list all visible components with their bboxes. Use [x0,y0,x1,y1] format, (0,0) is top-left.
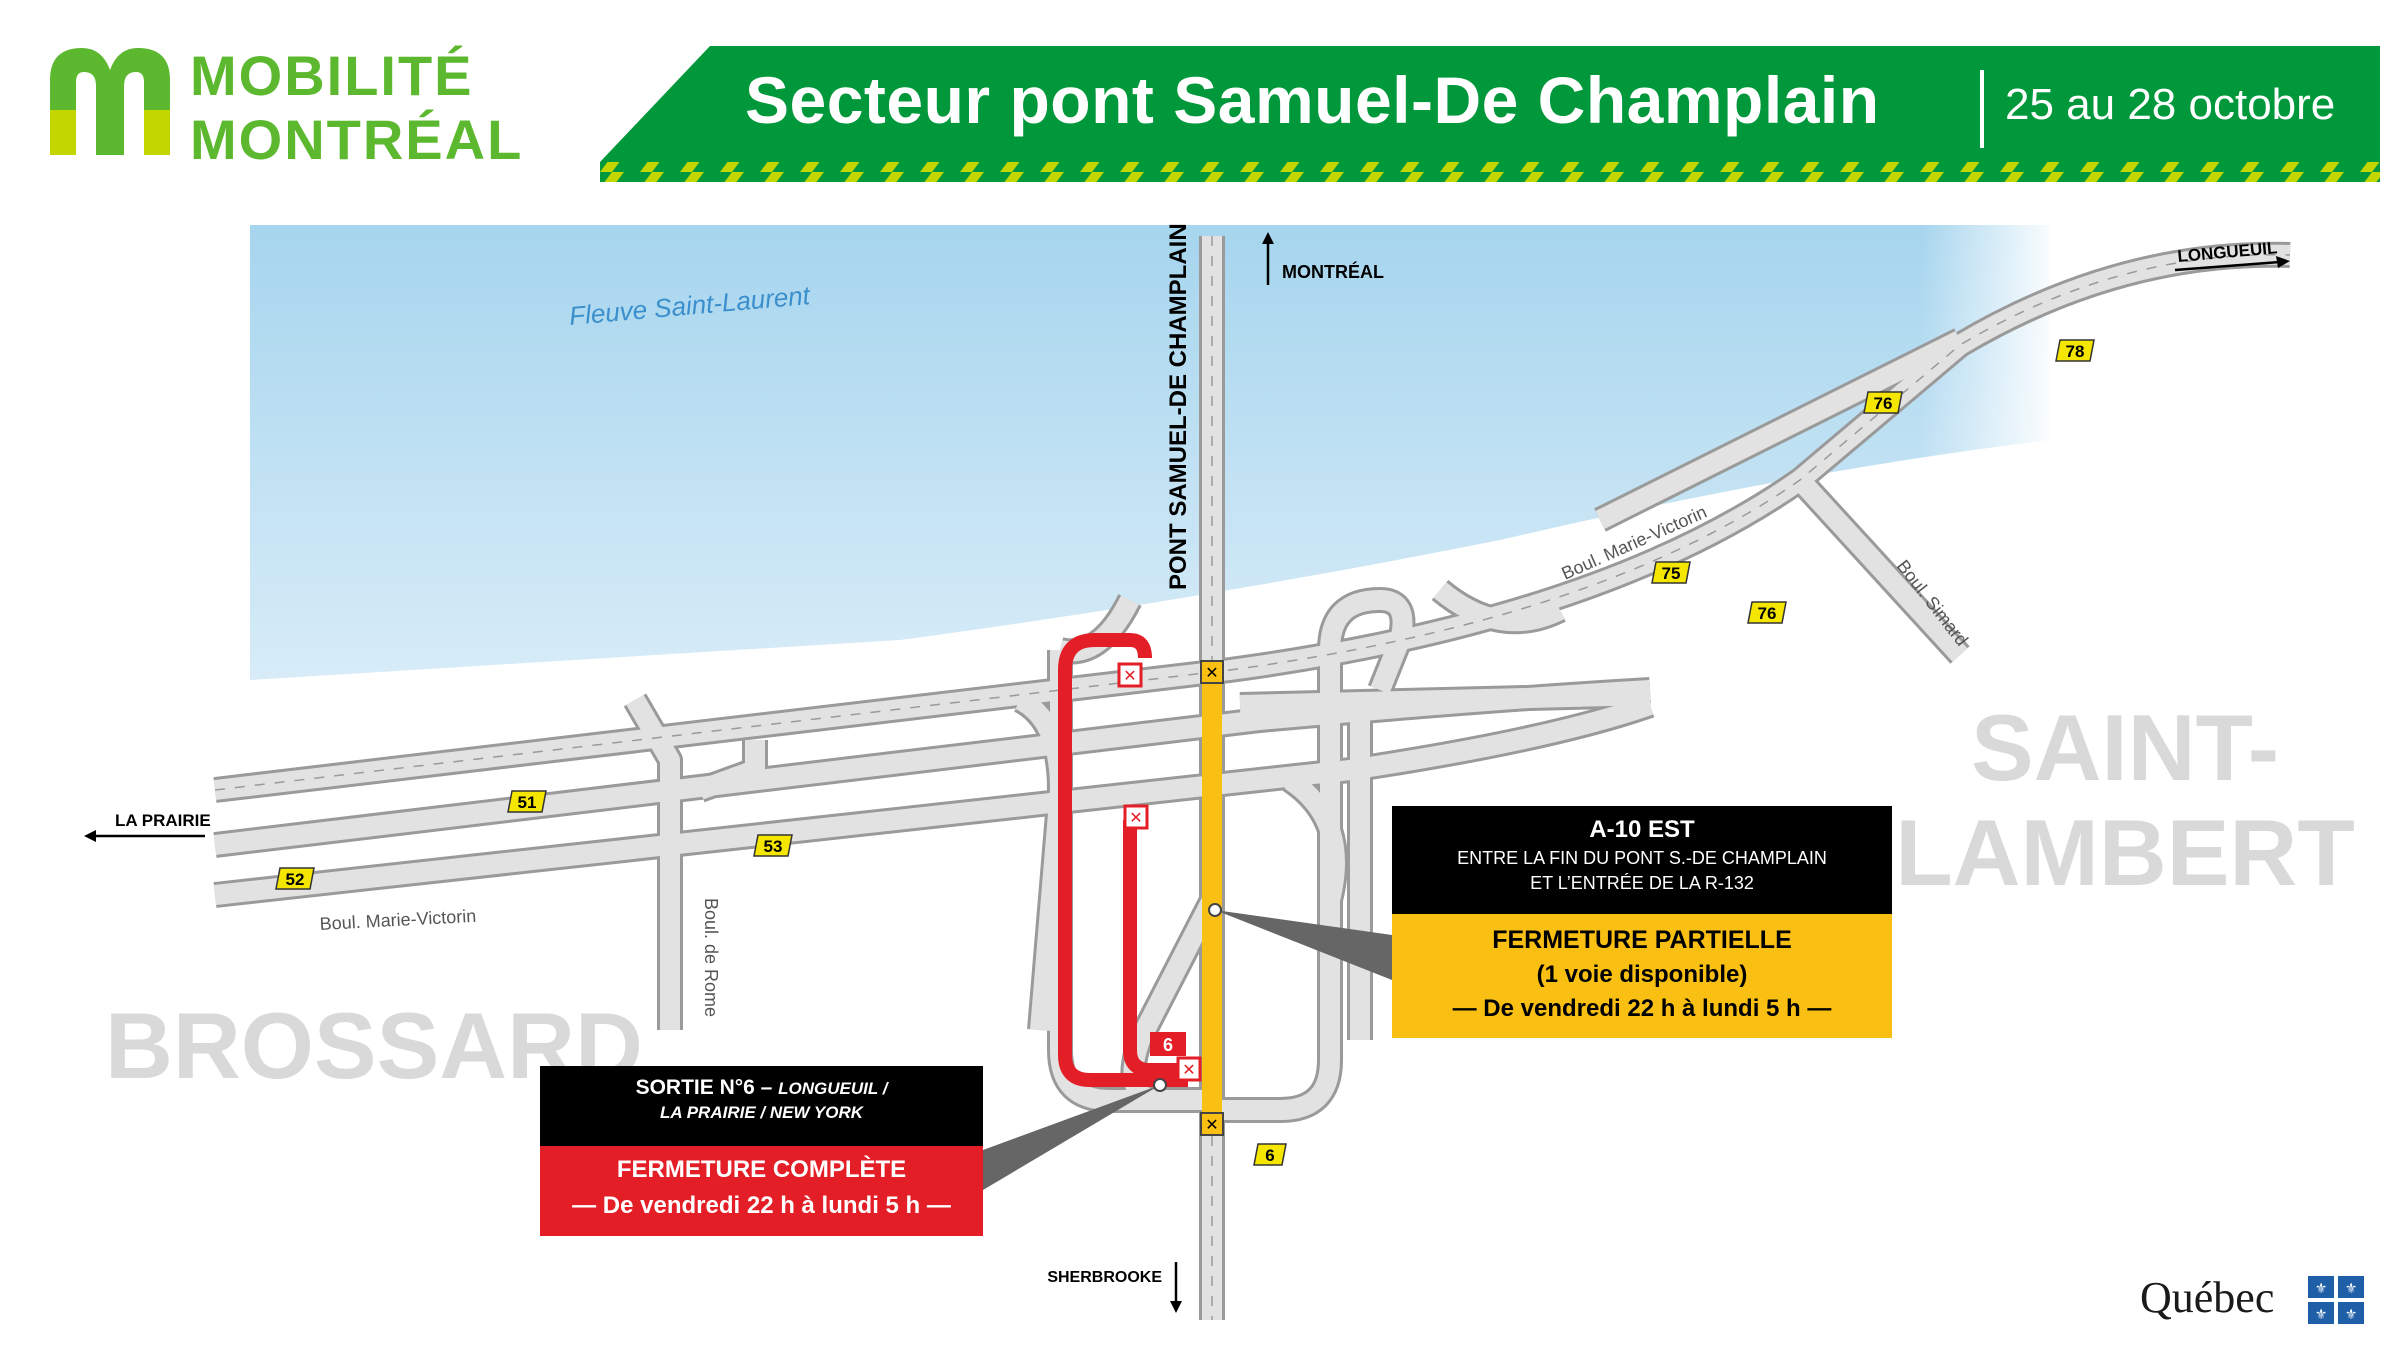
exit-6-closed-shield: 6 [1150,1032,1186,1056]
svg-text:53: 53 [764,837,783,856]
street-marie-victorin-west: Boul. Marie-Victorin [319,906,477,934]
street-rome: Boul. de Rome [701,898,721,1017]
svg-text:6: 6 [1265,1146,1274,1165]
exit-76-shield: 76 [1863,391,1903,414]
exit-78-shield: 78 [2055,339,2095,362]
callout-full-destination-2: LA PRAIRIE / NEW YORK [659,1103,864,1122]
svg-text:⚜: ⚜ [2345,1281,2358,1297]
callout-full-header: SORTIE N°6 – LONGUEUIL / LA PRAIRIE / NE… [540,1066,983,1146]
exit-6-shield: 6 [1253,1143,1287,1166]
full-closure-ramp [1058,633,1188,1087]
arrow-up-icon [1262,232,1274,244]
direction-south: SHERBROOKE [1047,1262,1182,1313]
river-area [250,225,2060,680]
area-saint-lambert-line2: LAMBERT [1895,800,2355,905]
logo-line1: MOBILITÉ [190,44,474,107]
header-banner: Secteur pont Samuel-De Champlain 25 au 2… [600,44,2380,184]
svg-text:51: 51 [518,793,537,812]
svg-text:⚜: ⚜ [2315,1307,2328,1323]
svg-text:✕: ✕ [1205,663,1218,682]
callout-full-title: SORTIE N°6 – [635,1076,779,1099]
callout-anchor-partial [1208,903,1222,917]
closure-marker-ramp-top: ✕ [1117,662,1143,688]
svg-text:✕: ✕ [1123,666,1136,685]
area-saint-lambert-line1: SAINT- [1971,695,2279,800]
callout-pointer-partial [1215,910,1392,980]
callout-anchor-full [1153,1078,1167,1092]
closure-marker-ramp-mid: ✕ [1123,804,1149,830]
exit-shields: 51 52 53 75 76 76 78 6 [275,339,2095,1166]
exit-76-shield-2: 76 [1747,601,1787,624]
svg-text:52: 52 [286,870,305,889]
svg-text:SHERBROOKE: SHERBROOKE [1047,1269,1162,1286]
arrow-left-icon [84,830,96,842]
svg-text:⚜: ⚜ [2345,1307,2358,1323]
callout-partial-dates: — De vendredi 22 h à lundi 5 h — [1452,995,1832,1022]
quebec-signature: Québec ⚜ ⚜ ⚜ ⚜ [2140,1268,2370,1324]
direction-west: LA PRAIRIE [84,811,211,842]
direction-north: MONTRÉAL [1262,232,1384,285]
callout-pointer-full [983,1085,1160,1190]
exit-75-shield: 75 [1651,561,1691,584]
closure-marker-ramp-end: ✕ [1176,1056,1202,1082]
svg-text:78: 78 [2066,342,2085,361]
svg-text:⚜: ⚜ [2315,1281,2328,1297]
callout-partial-subtitle-2: ET L’ENTRÉE DE LA R-132 [1530,873,1754,893]
callout-full-dates: — De vendredi 22 h à lundi 5 h — [572,1192,951,1219]
bridge-label: PONT SAMUEL-DE CHAMPLAIN [1165,223,1192,590]
svg-text:76: 76 [1758,604,1777,623]
date-range: 25 au 28 octobre [2005,80,2336,129]
svg-text:76: 76 [1874,394,1893,413]
quebec-flag-icon: ⚜ ⚜ ⚜ ⚜ [2308,1276,2364,1324]
svg-text:✕: ✕ [1182,1060,1195,1079]
arrow-right-icon [2276,256,2290,268]
callout-partial-body: FERMETURE PARTIELLE (1 voie disponible) … [1392,914,1892,1038]
svg-text:LA PRAIRIE: LA PRAIRIE [115,811,211,830]
closure-marker-bottom: ✕ [1200,1112,1224,1136]
arrow-down-icon [1170,1301,1182,1313]
mobilite-montreal-logo: MOBILITÉ MONTRÉAL [40,40,521,170]
exit-53-shield: 53 [753,834,793,857]
callout-partial-lanes: (1 voie disponible) [1536,961,1748,988]
logo-line2: MONTRÉAL [190,108,524,171]
logo-m-icon [50,48,170,155]
callout-full-body: FERMETURE COMPLÈTE — De vendredi 22 h à … [540,1146,983,1236]
page-title: Secteur pont Samuel-De Champlain [745,63,1880,137]
callout-partial-status: FERMETURE PARTIELLE [1492,926,1792,954]
banner-background [600,46,2380,182]
callout-partial-subtitle-1: ENTRE LA FIN DU PONT S.-DE CHAMPLAIN [1457,848,1827,868]
svg-text:MONTRÉAL: MONTRÉAL [1282,261,1384,282]
quebec-wordmark: Québec [2140,1273,2275,1322]
svg-text:✕: ✕ [1129,808,1142,827]
callout-partial-title: A-10 EST [1589,816,1695,843]
callout-full-destination-1: LONGUEUIL / [778,1079,888,1098]
exit-52-shield: 52 [275,867,315,890]
closure-marker-top: ✕ [1200,660,1224,684]
road-network [213,236,2291,1320]
title-separator [1980,70,1984,148]
svg-text:✕: ✕ [1205,1115,1218,1134]
exit-51-shield: 51 [507,790,547,813]
callout-full-status: FERMETURE COMPLÈTE [616,1156,907,1183]
svg-text:6: 6 [1163,1035,1173,1055]
callout-partial-header: A-10 EST ENTRE LA FIN DU PONT S.-DE CHAM… [1392,806,1892,914]
svg-text:75: 75 [1662,564,1681,583]
